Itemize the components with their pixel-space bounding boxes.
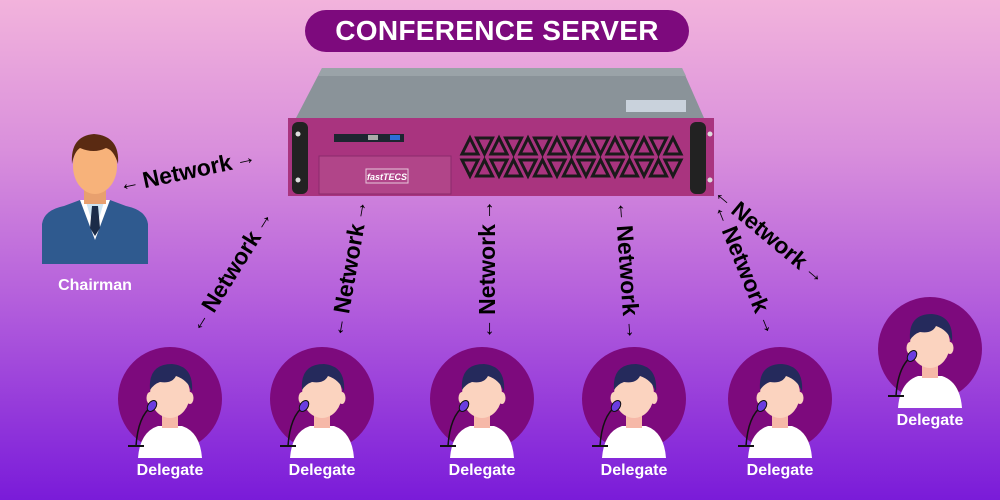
delegate-hair — [149, 364, 193, 392]
microphone-icon — [756, 400, 768, 412]
vent-slot — [575, 134, 597, 156]
delegate-label: Delegate — [600, 462, 668, 479]
microphone-icon — [458, 400, 470, 412]
network-link-delegate-1: ← Network → — [183, 206, 279, 338]
conference-server: fastTECS — [288, 68, 714, 196]
vent-slot — [503, 136, 524, 158]
delegate-avatar — [728, 347, 832, 458]
network-label: Network — [328, 221, 370, 316]
vent-slot — [474, 136, 495, 158]
network-link-delegate-4: ← Network → — [609, 200, 646, 340]
delegate-5: Delegate — [724, 346, 836, 479]
network-link-delegate-2: ← Network → — [324, 198, 375, 339]
vent-slot — [546, 134, 568, 156]
vent-slot — [662, 158, 684, 180]
delegate-hair — [613, 364, 657, 392]
delegate-label: Delegate — [288, 462, 356, 479]
vent-slot — [532, 136, 553, 158]
delegate-avatar — [270, 347, 374, 458]
server-top — [296, 68, 704, 118]
vent-slot — [459, 134, 481, 156]
vent-slot — [561, 136, 582, 158]
server-brand: fastTECS — [367, 172, 407, 182]
face — [73, 138, 117, 194]
delegate-1: Delegate — [114, 346, 226, 479]
delegate-hair — [461, 364, 505, 392]
delegate-3: Delegate — [426, 346, 538, 479]
tie — [90, 206, 100, 236]
microphone-icon — [906, 350, 918, 362]
network-label: Network — [611, 224, 645, 317]
arrow-left-icon: ← — [612, 200, 636, 222]
microphone-icon — [610, 400, 622, 412]
vent-slot — [488, 134, 510, 156]
vent-slot — [546, 158, 568, 180]
vent-slot — [604, 158, 626, 180]
chairman-avatar — [42, 134, 148, 264]
delegate-label: Delegate — [896, 412, 964, 429]
vent-slot — [561, 156, 582, 178]
vent-slot — [503, 156, 524, 178]
network-label: Network — [195, 225, 267, 317]
microphone-icon — [298, 400, 310, 412]
delegate-4: Delegate — [578, 346, 690, 479]
vent-slot — [619, 136, 640, 158]
delegate-shirt — [450, 426, 514, 458]
vent-slot — [474, 156, 495, 178]
delegate-shirt — [602, 426, 666, 458]
diagram-title: CONFERENCE SERVER — [305, 10, 689, 52]
delegate-2: Delegate — [266, 346, 378, 479]
network-link-delegate-3: ← Network → — [474, 200, 501, 339]
vent-slot — [517, 134, 539, 156]
vent-slot — [619, 156, 640, 178]
vent-slot — [517, 158, 539, 180]
server-sticker — [626, 100, 686, 112]
delegate-shirt — [138, 426, 202, 458]
arrow-right-icon: → — [620, 318, 644, 341]
delegate-avatar — [582, 347, 686, 458]
vent-slot — [532, 156, 553, 178]
arrow-right-icon: → — [346, 198, 372, 222]
delegate-label: Delegate — [136, 462, 204, 479]
delegate-avatar — [118, 347, 222, 458]
left-handle[interactable] — [292, 122, 308, 194]
vent-slot — [590, 156, 611, 178]
delegate-shirt — [898, 376, 962, 408]
delegate-avatar — [430, 347, 534, 458]
vent-slot — [648, 156, 669, 178]
arrow-right-icon: → — [475, 200, 498, 221]
network-label: Network — [473, 224, 500, 315]
delegate-hair — [909, 314, 953, 342]
vent-slot — [488, 158, 510, 180]
arrow-left-icon: ← — [117, 170, 142, 197]
delegate-shirt — [290, 426, 354, 458]
delegate-label: Delegate — [746, 462, 814, 479]
delegate-6: Delegate — [874, 296, 986, 429]
vent-slot — [662, 134, 684, 156]
delegate-shirt — [748, 426, 812, 458]
microphone-icon — [146, 400, 158, 412]
vent-slot — [633, 158, 655, 180]
arrow-right-icon: → — [233, 145, 258, 172]
vent-slot — [575, 158, 597, 180]
usb-port — [390, 135, 400, 140]
vent-slot — [648, 136, 669, 158]
vent-slot — [633, 134, 655, 156]
hair — [71, 134, 119, 164]
drive-bay — [318, 155, 452, 195]
vent-grille — [459, 134, 684, 180]
arrow-left-icon: ← — [475, 318, 498, 339]
vent-slot — [590, 136, 611, 158]
vent-slot — [459, 158, 481, 180]
delegate-hair — [759, 364, 803, 392]
delegate-label: Delegate — [448, 462, 516, 479]
vent-slot — [604, 134, 626, 156]
arrow-left-icon: ← — [326, 315, 352, 339]
delegate-hair — [301, 364, 345, 392]
chairman-label: Chairman — [58, 277, 132, 294]
delegate-avatar — [878, 297, 982, 408]
arrow-right-icon: → — [754, 310, 783, 338]
right-handle[interactable] — [690, 122, 706, 194]
